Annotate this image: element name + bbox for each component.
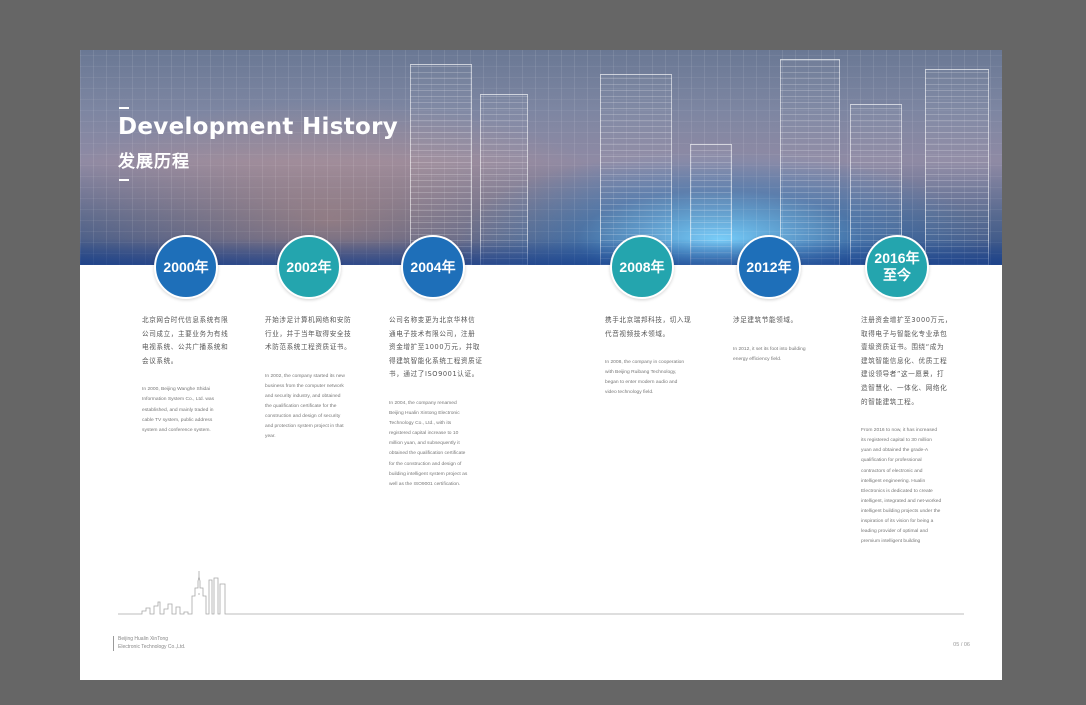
page-title-en: Development History [118, 114, 399, 140]
timeline-entry-2008: 携手北京瑞邦科技，切入现 代音视频技术领域。 In 2008, the comp… [605, 314, 701, 399]
title-dash-bottom [119, 179, 129, 181]
page-title-cn: 发展历程 [118, 152, 190, 172]
entry-text-cn: 公司名称变更为北京华林信 通电子技术有限公司，注册 资金增扩至1000万元，并取… [389, 316, 483, 379]
timeline-entry-2012: 涉足建筑节能领域。 In 2012, it set its foot into … [733, 314, 829, 365]
brochure-page: Development History 发展历程 2000年 2002年 200… [80, 50, 1002, 680]
timeline-entry-2016: 注册资金增扩至3000万元， 取得电子与智能化专业承包 壹级资质证书。围绕“成为… [861, 314, 961, 547]
building-graphic [600, 74, 672, 265]
year-label: 2004年 [410, 258, 456, 275]
footer-divider [113, 636, 114, 651]
skyline-illustration [118, 571, 964, 615]
entry-text-en: In 2000, Beijing Wanghe Shidai Informati… [142, 387, 215, 433]
timeline-entry-2000: 北京网合时代信息系统有限 公司成立，主要业务为有线 电视系统、公共广播系统和 会… [142, 314, 238, 436]
year-sublabel: 至今 [883, 267, 911, 283]
title-dash-top [119, 107, 129, 109]
hero-grid-texture [80, 50, 1002, 265]
year-label: 2012年 [746, 258, 792, 275]
entry-text-cn: 注册资金增扩至3000万元， 取得电子与智能化专业承包 壹级资质证书。围绕“成为… [861, 316, 953, 406]
year-badge-2002: 2002年 [277, 235, 341, 299]
entry-text-cn: 携手北京瑞邦科技，切入现 代音视频技术领域。 [605, 316, 692, 338]
entry-text-cn: 涉足建筑节能领域。 [733, 316, 798, 324]
entry-text-en: In 2004, the company renamed Beijing Hua… [389, 400, 468, 487]
year-label: 2016年 [874, 250, 920, 266]
entry-text-en: In 2008, the company in cooperation with… [605, 360, 685, 396]
hero-floor-glow [80, 239, 1002, 265]
building-graphic [410, 64, 472, 265]
year-label: 2008年 [619, 258, 665, 275]
year-label: 2000年 [163, 258, 209, 275]
year-label: 2002年 [286, 258, 332, 275]
building-graphic [480, 94, 528, 265]
entry-text-en: In 2012, it set its foot into building e… [733, 346, 806, 362]
year-badge-2000: 2000年 [154, 235, 218, 299]
building-graphic [780, 59, 840, 265]
hero-banner: Development History 发展历程 [80, 50, 1002, 265]
entry-text-cn: 北京网合时代信息系统有限 公司成立，主要业务为有线 电视系统、公共广播系统和 会… [142, 316, 229, 365]
year-badge-2016: 2016年 至今 [865, 235, 929, 299]
page-number: 05 / 06 [953, 642, 970, 648]
year-badge-2004: 2004年 [401, 235, 465, 299]
year-badge-2012: 2012年 [737, 235, 801, 299]
footer-company: Beijing Hualin XinTong Electronic Techno… [118, 636, 186, 650]
timeline-entry-2002: 开始涉足计算机网络和安防 行业，并于当年取得安全技 术防范系统工程资质证书。 I… [265, 314, 361, 442]
entry-text-en: From 2016 to now, it has increased its r… [861, 428, 942, 545]
timeline-entry-2004: 公司名称变更为北京华林信 通电子技术有限公司，注册 资金增扩至1000万元，并取… [389, 314, 485, 490]
entry-text-en: In 2002, the company started its new bus… [265, 373, 345, 440]
building-graphic [925, 69, 989, 265]
entry-text-cn: 开始涉足计算机网络和安防 行业，并于当年取得安全技 术防范系统工程资质证书。 [265, 316, 352, 352]
year-badge-2008: 2008年 [610, 235, 674, 299]
